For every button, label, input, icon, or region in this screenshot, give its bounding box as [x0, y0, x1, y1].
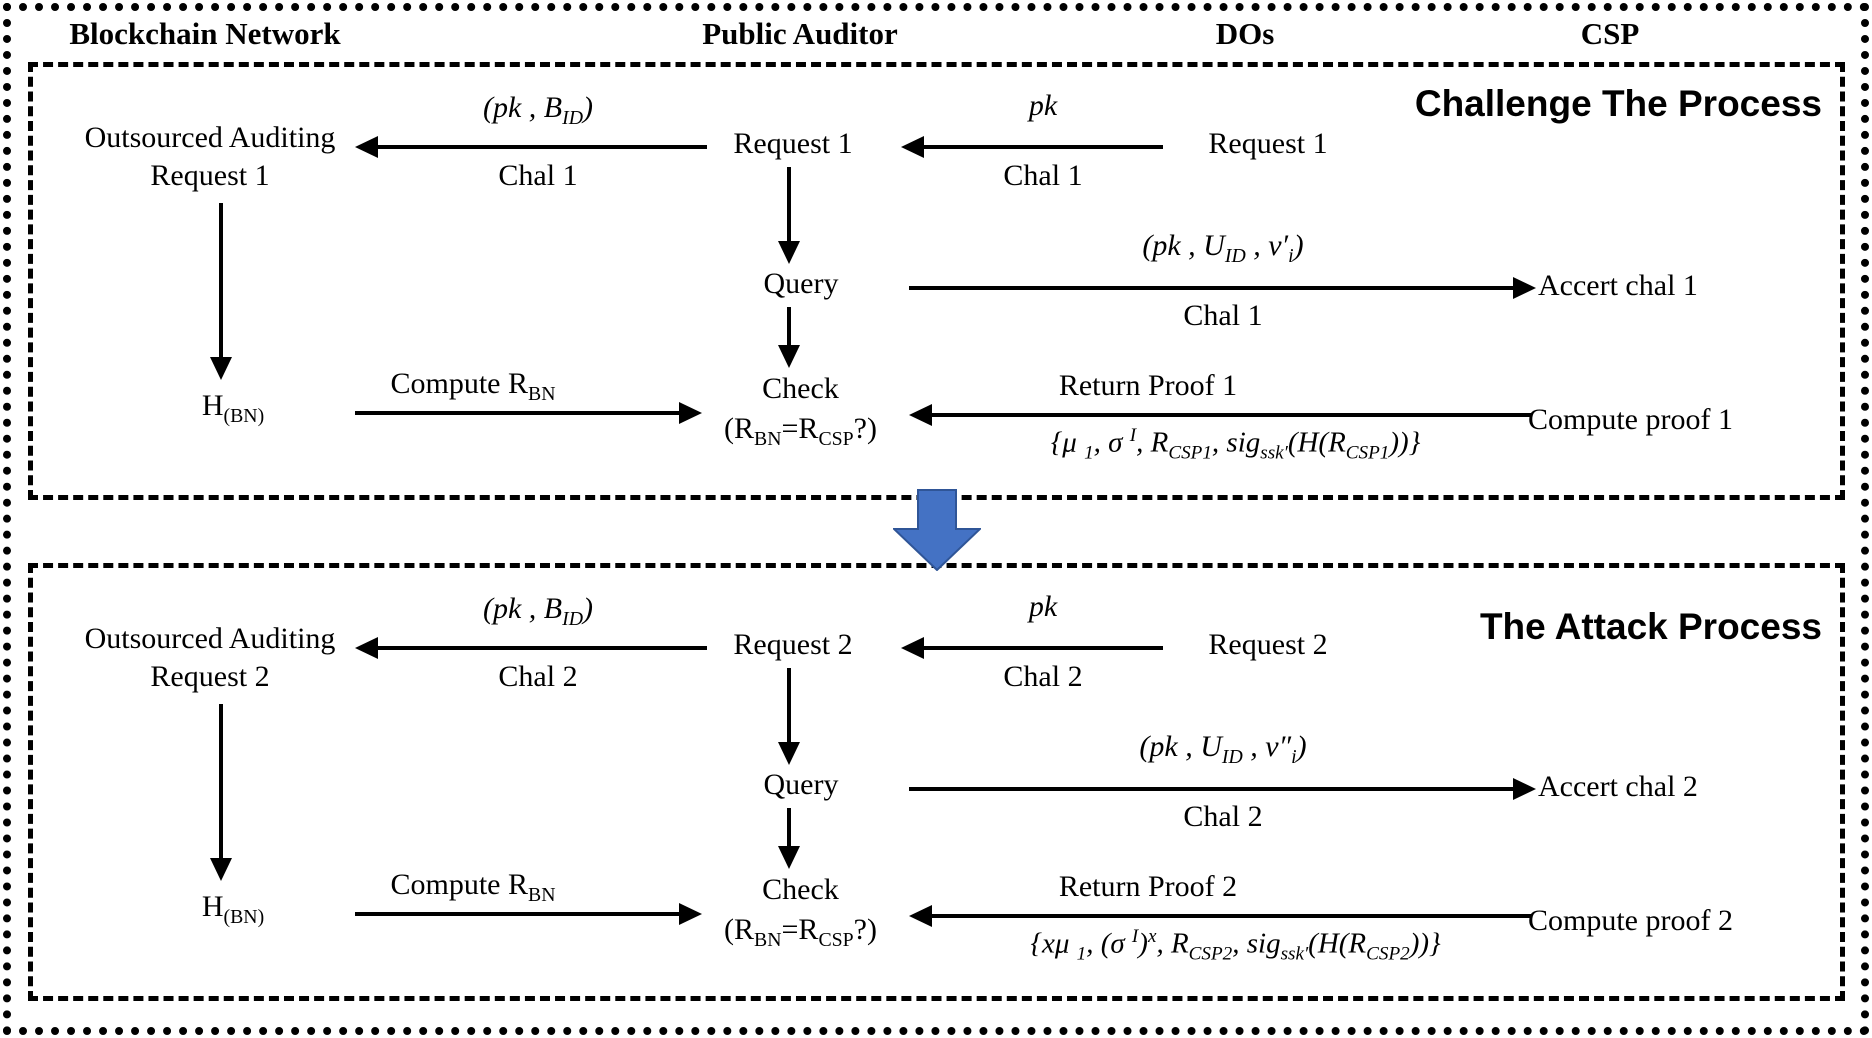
query-node: Query	[763, 768, 839, 801]
column-header-csp: CSP	[1580, 16, 1640, 51]
arrow-bn-to-h	[219, 203, 223, 359]
msg-chal-label: Chal 2	[1003, 660, 1083, 693]
arrowhead-down-icon	[210, 357, 232, 380]
check-node: Check (RBN=RCSP?)	[683, 870, 918, 960]
panel-title: The Attack Process	[1479, 606, 1822, 647]
pa-request-node: Request 2	[733, 628, 853, 661]
arrow-dos-to-pa	[923, 145, 1163, 149]
arrowhead-left-icon	[901, 136, 924, 158]
msg-chal-label: Chal 2	[1183, 800, 1263, 833]
arrow-h-to-check	[355, 411, 681, 415]
arrow-query-to-check	[787, 307, 791, 347]
attack-process-panel: The Attack Process Outsourced Auditing R…	[28, 563, 1845, 1001]
return-proof-label: Return Proof 2	[1058, 870, 1238, 903]
check-label: Check	[762, 873, 839, 906]
column-header-blockchain-network: Blockchain Network	[69, 16, 341, 51]
dos-request-node: Request 1	[1208, 127, 1328, 160]
msg-pk-uid-vi: (pk , UID , v′i)	[1142, 229, 1304, 267]
msg-pk-bid: (pk , BID)	[482, 592, 593, 630]
arrowhead-left-icon	[909, 404, 932, 426]
blue-down-block-arrow-icon	[893, 489, 981, 571]
check-node: Check (RBN=RCSP?)	[683, 369, 918, 459]
arrowhead-right-icon	[1513, 778, 1536, 800]
arrow-pa-to-query	[787, 668, 791, 744]
arrow-csp-to-check	[931, 413, 1531, 417]
msg-pk: pk	[1028, 590, 1058, 623]
csp-accept-chal-node: Accert chal 1	[1538, 269, 1698, 302]
csp-accept-chal-node: Accert chal 2	[1538, 770, 1698, 803]
bn-node-line2: Request 2	[150, 660, 270, 693]
arrowhead-right-icon	[679, 903, 702, 925]
arrow-pa-to-bn	[377, 145, 707, 149]
proof-formula: {μ 1, σ I, RCSP1, sigssk′(H(RCSP1))}	[1050, 425, 1421, 464]
arrow-query-to-csp	[909, 286, 1515, 290]
compute-rbn-label: Compute RBN	[390, 367, 556, 405]
msg-chal-label: Chal 1	[1003, 159, 1083, 192]
panel-title: Challenge The Process	[1414, 83, 1822, 124]
arrow-csp-to-check	[931, 914, 1531, 918]
bn-node-line2: Request 1	[150, 159, 270, 192]
arrowhead-left-icon	[355, 637, 378, 659]
column-header-public-auditor: Public Auditor	[702, 16, 898, 51]
check-label: Check	[762, 372, 839, 405]
csp-compute-proof-node: Compute proof 2	[1528, 904, 1733, 937]
bn-node-line1: Outsourced Auditing	[84, 121, 336, 154]
arrow-bn-to-h	[219, 704, 223, 860]
h-bn-node: H(BN)	[201, 890, 265, 928]
arrowhead-left-icon	[355, 136, 378, 158]
csp-compute-proof-node: Compute proof 1	[1528, 403, 1733, 436]
arrowhead-right-icon	[679, 402, 702, 424]
arrowhead-down-icon	[778, 846, 800, 869]
proof-formula: {xμ 1, (σ I)x, RCSP2, sigssk′(H(RCSP2))}	[1030, 926, 1441, 965]
bn-node-line1: Outsourced Auditing	[84, 622, 336, 655]
compute-rbn-label: Compute RBN	[390, 868, 556, 906]
bn-outsourced-auditing-node: Outsourced Auditing Request 2	[35, 620, 385, 696]
return-proof-label: Return Proof 1	[1058, 369, 1238, 402]
arrowhead-down-icon	[778, 241, 800, 264]
msg-chal-label: Chal 1	[1183, 299, 1263, 332]
column-header-dos: DOs	[1215, 16, 1275, 51]
arrowhead-down-icon	[778, 742, 800, 765]
h-bn-node: H(BN)	[201, 389, 265, 427]
bn-outsourced-auditing-node: Outsourced Auditing Request 1	[35, 119, 385, 195]
arrowhead-down-icon	[778, 345, 800, 368]
msg-pk-uid-vi: (pk , UID , v″i)	[1139, 730, 1307, 768]
arrow-dos-to-pa	[923, 646, 1163, 650]
msg-pk: pk	[1028, 89, 1058, 122]
check-condition: (RBN=RCSP?)	[724, 913, 877, 951]
dos-request-node: Request 2	[1208, 628, 1328, 661]
msg-chal-label: Chal 1	[498, 159, 578, 192]
arrowhead-left-icon	[901, 637, 924, 659]
challenge-process-panel: Challenge The Process Outsourced Auditin…	[28, 62, 1845, 500]
arrow-query-to-check	[787, 808, 791, 848]
check-condition: (RBN=RCSP?)	[724, 412, 877, 450]
arrowhead-down-icon	[210, 858, 232, 881]
query-node: Query	[763, 267, 839, 300]
msg-pk-bid: (pk , BID)	[482, 91, 593, 129]
arrow-pa-to-query	[787, 167, 791, 243]
pa-request-node: Request 1	[733, 127, 853, 160]
arrowhead-right-icon	[1513, 277, 1536, 299]
arrow-query-to-csp	[909, 787, 1515, 791]
arrow-h-to-check	[355, 912, 681, 916]
msg-chal-label: Chal 2	[498, 660, 578, 693]
arrow-pa-to-bn	[377, 646, 707, 650]
arrowhead-left-icon	[909, 905, 932, 927]
